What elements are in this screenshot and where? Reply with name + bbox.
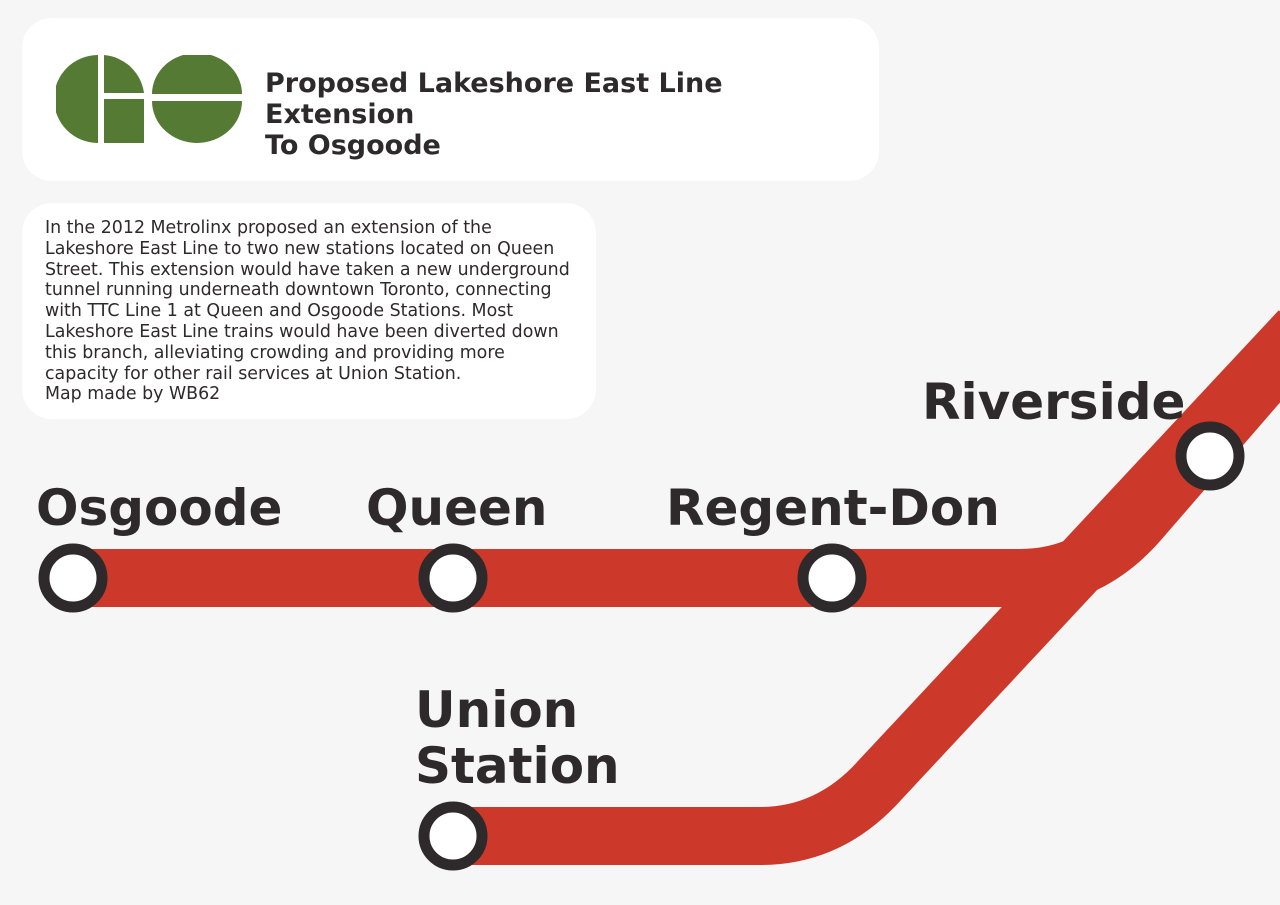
line-union-branch bbox=[453, 310, 1280, 865]
description-card bbox=[22, 203, 596, 419]
description-text: In the 2012 Metrolinx proposed an extens… bbox=[45, 218, 590, 405]
go-transit-logo-icon bbox=[56, 55, 242, 143]
description-line: Street. This extension would have taken … bbox=[45, 259, 570, 280]
station-label-queen: Queen bbox=[366, 479, 548, 537]
station-union-marker bbox=[418, 801, 488, 871]
title-card bbox=[22, 18, 879, 181]
description-line: capacity for other rail services at Unio… bbox=[45, 363, 462, 384]
station-queen-marker bbox=[418, 543, 488, 613]
description-line: with TTC Line 1 at Queen and Osgoode Sta… bbox=[45, 301, 514, 322]
map-title-line-1: Proposed Lakeshore East Line Extension bbox=[265, 68, 723, 130]
map-title: Proposed Lakeshore East Line Extension T… bbox=[265, 68, 865, 161]
station-label-union-line-2: Station bbox=[415, 737, 620, 795]
station-label-regent-don: Regent-Don bbox=[666, 479, 1000, 537]
description-line: Lakeshore East Line to two new stations … bbox=[45, 238, 555, 259]
description-line: In the 2012 Metrolinx proposed an extens… bbox=[45, 218, 492, 238]
description-line: this branch, alleviating crowding and pr… bbox=[45, 342, 505, 363]
map-title-line-2: To Osgoode bbox=[265, 130, 441, 161]
description-line: Lakeshore East Line trains would have be… bbox=[45, 321, 559, 342]
station-label-osgoode: Osgoode bbox=[36, 479, 283, 537]
station-label-union-station: Union Station bbox=[415, 682, 620, 794]
station-label-union-line-1: Union bbox=[415, 681, 579, 739]
station-label-riverside: Riverside bbox=[922, 373, 1186, 431]
station-osgoode-marker bbox=[38, 543, 108, 613]
description-line: tunnel running underneath downtown Toron… bbox=[45, 280, 552, 301]
map-credit: Map made by WB62 bbox=[45, 384, 221, 405]
station-regent-don-marker bbox=[797, 543, 867, 613]
station-riverside-marker bbox=[1175, 421, 1245, 491]
